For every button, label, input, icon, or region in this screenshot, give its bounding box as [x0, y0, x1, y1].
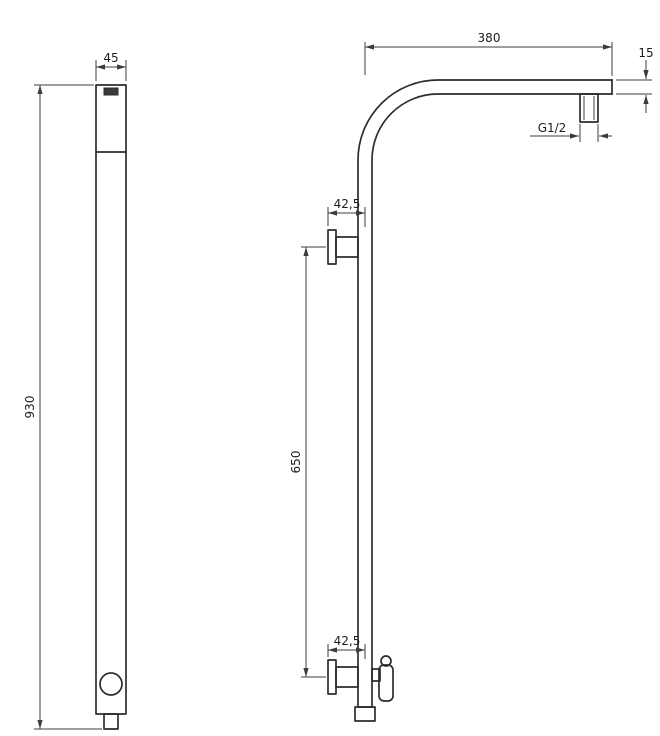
pipe-bottom-inlet — [354, 706, 376, 722]
rail-inner-line — [371, 93, 613, 708]
front-top-nozzle — [103, 87, 119, 96]
rail-span-dim-label: 650 — [289, 451, 303, 474]
front-height-dim-label: 930 — [23, 396, 37, 419]
side-view: 380 15 G1/2 42,5 650 — [289, 31, 654, 722]
arm-end-dim-label: 15 — [638, 46, 653, 60]
lower-offset-dim-label: 42,5 — [334, 634, 361, 648]
upper-offset-dim-label: 42,5 — [334, 197, 361, 211]
upper-bracket-body — [335, 236, 359, 258]
front-view: 45 930 — [23, 51, 127, 730]
arm-length-dim-label: 380 — [478, 31, 501, 45]
rail-outer-line — [357, 79, 613, 708]
front-bottom-foot — [103, 713, 119, 730]
front-column-outline — [95, 84, 127, 715]
lower-bracket-wall-plate — [327, 659, 337, 695]
thread-label: G1/2 — [538, 121, 567, 135]
thread-connector — [579, 93, 599, 123]
holder-mount — [371, 668, 381, 682]
holder-knob — [380, 655, 392, 667]
upper-bracket-wall-plate — [327, 229, 337, 265]
front-width-dim-label: 45 — [103, 51, 118, 65]
front-diverter-knob — [99, 672, 123, 696]
holder-body — [378, 664, 394, 702]
lower-bracket-body — [335, 666, 359, 688]
